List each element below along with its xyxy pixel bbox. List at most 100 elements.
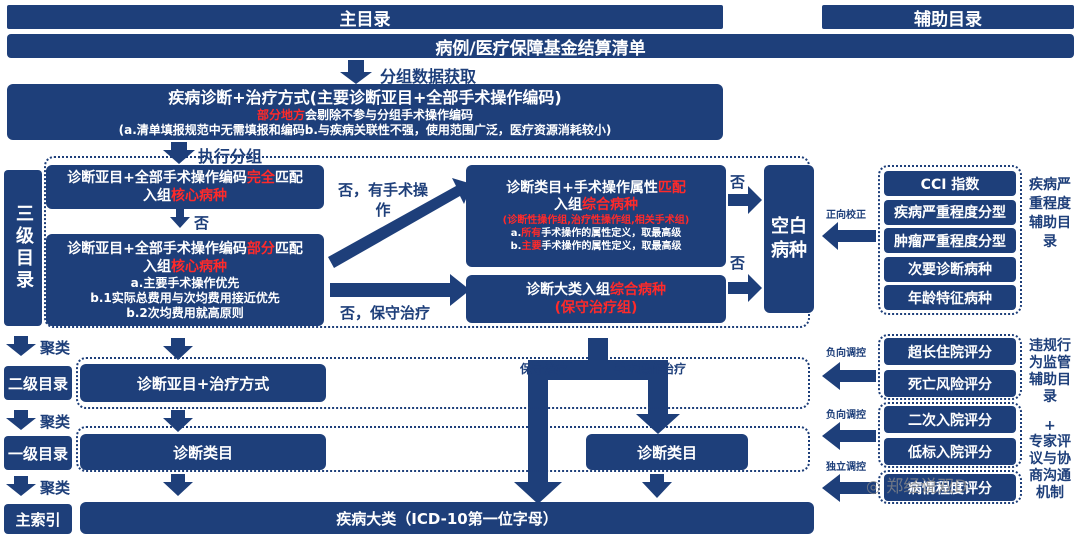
partial-match-red: 部分 — [246, 240, 275, 257]
full-match-line2: 入组 — [143, 188, 171, 204]
major-category-box: 诊断大类入组综合病种 (保守治疗组) — [466, 275, 726, 323]
partial-match-box: 诊断亚目+全部手术操作编码部分匹配 入组核心病种 a.主要手术操作优先 b.1实… — [46, 234, 324, 326]
diagnosis-note: 会剔除不参与分组手术操作编码 — [305, 108, 474, 122]
main-catalog-header-label: 主目录 — [339, 9, 391, 30]
arrow-attr-blank — [728, 186, 762, 214]
full-match-suffix: 匹配 — [274, 170, 303, 186]
arrow-conservative — [514, 360, 608, 504]
attr-line2: 入组 — [554, 196, 582, 213]
partial-match-rule-b2: b.2次均费用就高原则 — [126, 305, 244, 320]
diagnosis-detail: (a.清单填报规范中无需填报和编码b.与疾病关联性不强，使用范围广泛，医疗资源消… — [118, 123, 612, 137]
no3-label: 否 — [730, 254, 746, 272]
arrow-surgery — [588, 360, 680, 434]
level3-label: 三级目录 — [4, 170, 42, 326]
conservative-label: 保守治疗 — [520, 362, 569, 376]
diagnosis-title: 疾病诊断+治疗方式(主要诊断亚目+全部手术操作编码) — [168, 88, 562, 107]
level2-label: 二级目录 — [4, 366, 72, 400]
attr-b-rest: 手术操作的属性定义，取最高级 — [541, 240, 682, 252]
blank-disease-label: 空白病种 — [771, 216, 807, 261]
level1-box-left: 诊断类目 — [80, 434, 326, 470]
major-disease-box: 疾病大类（ICD-10第一位字母） — [80, 502, 814, 534]
severity-item: 次要诊断病种 — [884, 256, 1016, 282]
attr-a-pre: a. — [510, 227, 522, 239]
partial-match-core: 核心病种 — [171, 258, 227, 275]
wechat-icon: ◎ — [866, 477, 881, 497]
attr-line1: 诊断类目+手术操作属性 — [506, 179, 658, 196]
surgery-label: 手术操作治疗 — [614, 362, 687, 376]
expert-mechanism-label: 专家评议与协商沟通机制 — [1029, 434, 1071, 501]
arrow-horiz — [330, 274, 470, 306]
arrow-cluster2 — [6, 410, 36, 430]
arrow-c3 — [163, 474, 193, 496]
no-conservative-label: 否，保守治疗 — [340, 304, 431, 322]
surgery-attr-box: 诊断类目+手术操作属性匹配 入组综合病种 (诊断性操作组,治疗性操作组,相关手术… — [466, 165, 726, 267]
partial-match-rule-b1: b.1实际总费用与次均费用接近优先 — [90, 290, 280, 305]
diagnosis-note-red: 部分地方 — [256, 108, 305, 122]
main-index-label: 主索引 — [4, 504, 72, 534]
settlement-list-bar: 病例/医疗保障基金结算清单 — [7, 34, 1074, 59]
aux-catalog-header-label: 辅助目录 — [914, 9, 982, 30]
arrow-right-level1 — [642, 474, 672, 498]
severity-region — [878, 165, 1022, 315]
arrow-cluster3 — [6, 476, 36, 496]
partial-match-suffix: 匹配 — [274, 240, 303, 257]
arrow-exec — [163, 142, 195, 164]
no1-label: 否 — [194, 214, 210, 232]
full-match-box: 诊断亚目+全部手术操作编码完全匹配 入组核心病种 — [46, 165, 324, 209]
aux-catalog-header: 辅助目录 — [822, 5, 1074, 30]
partial-match-rule-a: a.主要手术操作优先 — [130, 275, 240, 290]
level1-label: 一级目录 — [4, 436, 72, 470]
behavior-item: 低标入院评分 — [884, 438, 1016, 465]
arrow-cluster1 — [6, 336, 36, 356]
level2-region — [76, 357, 810, 409]
arrow-no1 — [170, 209, 190, 228]
level1-box-right: 诊断类目 — [586, 434, 748, 470]
behavior-item: 超长住院评分 — [884, 338, 1016, 365]
behavior-catalog-label: 违规行为监管辅助目录 — [1029, 338, 1071, 405]
main-catalog-header: 主目录 — [7, 5, 723, 30]
arrow-diag — [328, 178, 472, 268]
level2-box: 诊断亚目+治疗方式 — [80, 364, 326, 402]
cluster1-label: 聚类 — [40, 339, 71, 357]
behavior-item: 死亡风险评分 — [884, 370, 1016, 397]
severity-item: 疾病严重程度分型 — [884, 199, 1016, 225]
partial-match-line2: 入组 — [143, 258, 171, 275]
level1-region — [76, 426, 810, 472]
attr-a-rest: 手术操作的属性定义，取最高级 — [541, 227, 682, 239]
attr-red2: 综合病种 — [582, 196, 638, 213]
major-red2: (保守治疗组) — [554, 300, 638, 316]
behavior-region-3 — [878, 470, 1022, 504]
arrow-big-blank — [728, 274, 762, 302]
settlement-list-label: 病例/医疗保障基金结算清单 — [435, 38, 646, 59]
arrow-c2 — [163, 410, 193, 432]
behavior-item: 二次入院评分 — [884, 406, 1016, 433]
behavior-region-1 — [878, 334, 1022, 400]
behavior-item: 病情程度评分 — [884, 474, 1016, 501]
neg-adj2-label: 负向调控 — [826, 410, 866, 421]
indep-adj-label: 独立调控 — [826, 462, 866, 473]
diagnosis-treatment-box: 疾病诊断+治疗方式(主要诊断亚目+全部手术操作编码) 部分地方会剔除不参与分组手… — [7, 84, 723, 140]
partial-match-text: 诊断亚目+全部手术操作编码 — [67, 240, 247, 257]
blank-disease-box: 空白病种 — [764, 165, 814, 313]
no2-label: 否 — [730, 173, 746, 191]
arrow-indep — [822, 474, 876, 502]
watermark-text: 郑经说双D — [886, 477, 968, 497]
cluster3-label: 聚类 — [40, 479, 71, 497]
arrow-neg1 — [822, 362, 876, 390]
severity-item: 年龄特征病种 — [884, 285, 1016, 310]
arrow-c1 — [163, 338, 193, 360]
neg-adj1-label: 负向调控 — [826, 348, 866, 359]
full-match-text: 诊断亚目+全部手术操作编码 — [67, 170, 247, 186]
fetch-label: 分组数据获取 — [380, 67, 477, 86]
cluster2-label: 聚类 — [40, 413, 71, 431]
severity-catalog-label: 疾病严重程度辅助目录 — [1029, 177, 1071, 250]
arrow-pos-calib — [822, 222, 876, 250]
attr-b-red: 主要 — [521, 240, 542, 252]
major-red1: 综合病种 — [610, 282, 666, 298]
major-line1: 诊断大类入组 — [526, 282, 610, 298]
pos-calib-label: 正向校正 — [826, 210, 866, 221]
full-match-red: 完全 — [246, 170, 275, 186]
attr-groups: (诊断性操作组,治疗性操作组,相关手术组) — [502, 214, 690, 226]
arrow-neg2 — [822, 422, 876, 450]
